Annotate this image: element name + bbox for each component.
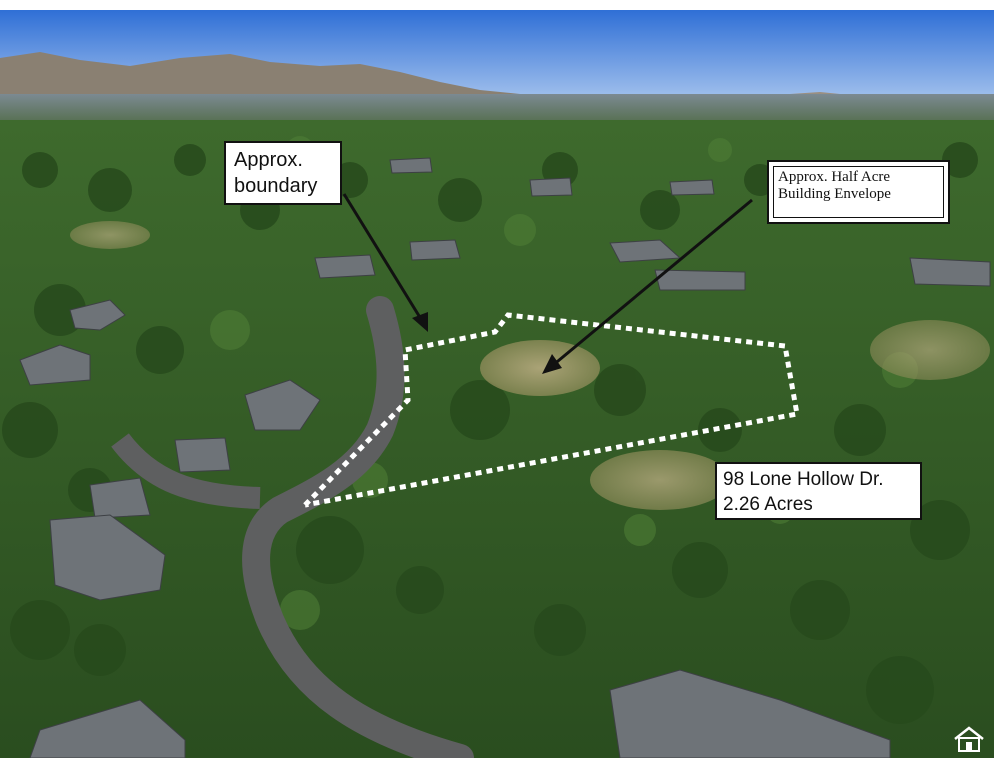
house — [49, 514, 166, 601]
mountain-range — [0, 52, 540, 105]
house — [609, 669, 891, 758]
building-envelope-label: Approx. Half Acre Building Envelope — [767, 160, 950, 224]
house — [669, 179, 715, 196]
clearing — [590, 450, 730, 510]
boundary-label-line1: Approx. — [234, 149, 303, 171]
house-logo-icon — [952, 724, 986, 754]
house — [174, 437, 231, 473]
house — [389, 157, 433, 174]
building-envelope-label-frame: Approx. Half Acre Building Envelope — [773, 166, 944, 218]
clearing — [480, 340, 600, 396]
envelope-arrow — [551, 198, 753, 368]
forest — [0, 120, 994, 758]
house — [409, 239, 461, 261]
house — [529, 177, 573, 197]
house — [69, 299, 126, 331]
clearing — [870, 320, 990, 380]
house — [19, 344, 91, 386]
aerial-photo — [0, 10, 994, 758]
lot-address: 98 Lone Hollow Dr. — [723, 469, 884, 490]
house — [654, 269, 746, 291]
envelope-label-line2: Building Envelope — [778, 186, 891, 202]
house — [909, 257, 991, 287]
boundary-arrow — [342, 193, 426, 325]
clearing — [70, 221, 150, 249]
road — [111, 433, 261, 509]
house — [89, 477, 151, 519]
envelope-arrowhead — [542, 354, 562, 374]
house — [314, 254, 376, 279]
envelope-label-line1: Approx. Half Acre — [778, 169, 891, 185]
road — [242, 296, 474, 758]
boundary-arrowhead — [412, 312, 428, 332]
lot-acreage: 2.26 Acres — [723, 494, 813, 515]
approx-boundary-label: Approx. boundary — [224, 141, 342, 205]
house — [244, 379, 321, 431]
house — [29, 699, 186, 758]
boundary-label-line2: boundary — [234, 175, 318, 197]
lot-address-label: 98 Lone Hollow Dr. 2.26 Acres — [715, 462, 922, 520]
lot-boundary-line — [303, 312, 800, 508]
